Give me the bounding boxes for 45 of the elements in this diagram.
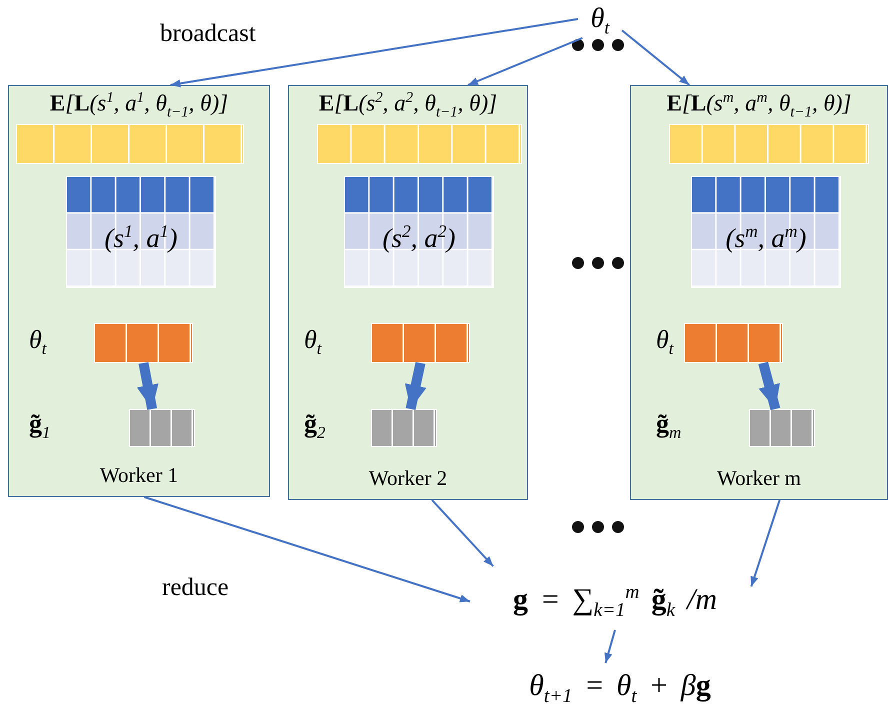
block-arrow: [758, 362, 780, 410]
arrow: [621, 30, 690, 86]
arrow: [170, 18, 578, 88]
parameter-label: θ$_{t}$: [29, 325, 46, 360]
gradient-label: g̃$_{2}$: [304, 409, 326, 444]
formula: θ$_{t}$: [578, 0, 622, 38]
parameter-bar: [94, 323, 193, 363]
data-table: [344, 176, 494, 288]
state-action-text: (s$^{m}$, a$^{m}$): [724, 221, 808, 254]
arrow: [750, 500, 781, 587]
gradient-bar: [129, 409, 195, 447]
loss-formula: E[L(s$^{2}$, a$^{2}$, θ$_{t−1}$, θ)]: [318, 90, 498, 122]
worker-label: Worker m: [716, 466, 802, 491]
block-arrow: [136, 362, 158, 410]
data-table: [66, 176, 216, 288]
arrow: [431, 499, 494, 567]
state-action-text: (s$^{1}$, a$^{1}$): [103, 221, 179, 254]
loss-formula: E[L(s$^{m}$, a$^{m}$, θ$_{t−1}$, θ)]: [666, 90, 852, 122]
worker-label: Worker 1: [98, 463, 180, 488]
gradient-label: g̃$_{m}$: [656, 409, 682, 444]
formula: θ$_{t+1}$ = θ$_{t}$ + βg: [500, 663, 740, 709]
worker-panel: [8, 85, 270, 497]
worker-panel: [630, 85, 888, 500]
arrow: [468, 37, 583, 86]
worker-panel: [288, 85, 528, 500]
gradient-bar: [371, 409, 437, 447]
gradient-label: g̃$_{1}$: [29, 409, 50, 444]
annotation-text: reduce: [162, 574, 229, 602]
annotation-text: broadcast: [160, 20, 256, 48]
block-arrow: [404, 362, 426, 410]
gradient-bar: [749, 409, 815, 447]
state-action-text: (s$^{2}$, a$^{2}$): [381, 221, 457, 254]
vector-bar: [317, 124, 522, 164]
parameter-bar: [684, 323, 783, 363]
loss-formula: E[L(s$^{1}$, a$^{1}$, θ$_{t−1}$, θ)]: [48, 90, 230, 122]
arrow: [144, 496, 470, 602]
parameter-label: θ$_{t}$: [304, 325, 322, 360]
data-table: [691, 176, 841, 288]
parameter-label: θ$_{t}$: [656, 325, 674, 360]
parameter-bar: [371, 323, 470, 363]
vector-bar: [16, 124, 244, 164]
worker-label: Worker 2: [368, 466, 448, 491]
vector-bar: [669, 124, 869, 164]
arrow: [604, 630, 616, 664]
formula: g = ∑$_{k=1}$$^{m}$ g̃$_{k}$ /m: [470, 555, 760, 630]
